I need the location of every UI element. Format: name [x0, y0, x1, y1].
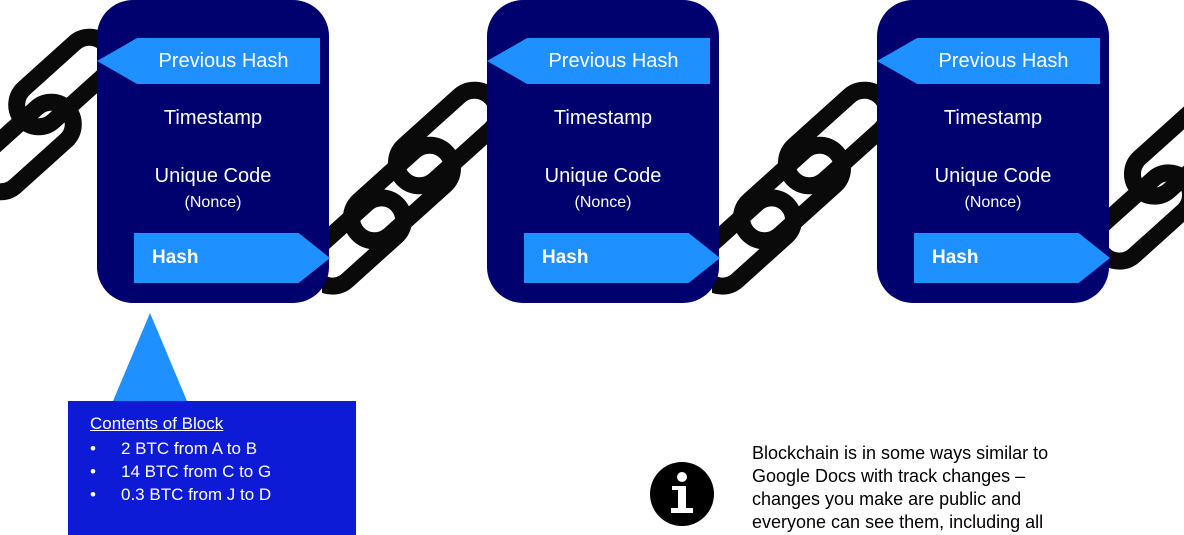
unique-code-label: Unique Code	[934, 165, 1052, 187]
list-item: • 14 BTC from C to G	[90, 460, 356, 483]
bullet-icon: •	[90, 485, 96, 504]
info-icon	[650, 462, 714, 526]
bullet-icon: •	[90, 439, 96, 458]
contents-title: Contents of Block	[90, 414, 224, 433]
info-note-line: everyone can see them, including all	[752, 512, 1044, 532]
list-item-text: 14 BTC from C to G	[121, 462, 272, 481]
chain-icon	[712, 81, 896, 295]
bullet-icon: •	[90, 462, 96, 481]
timestamp-label: Timestamp	[943, 107, 1043, 129]
list-item: • 2 BTC from A to B	[90, 437, 356, 460]
info-note-line: changes you make are public and	[752, 489, 1022, 509]
list-item-text: 0.3 BTC from J to D	[121, 485, 272, 504]
hash-label: Hash	[524, 233, 720, 283]
unique-code-label: Unique Code	[154, 165, 272, 187]
timestamp-label: Timestamp	[553, 107, 653, 129]
previous-hash-label: Previous Hash	[97, 38, 320, 84]
nonce-label: (Nonce)	[184, 194, 242, 211]
block-contents-callout: Contents of Block • 2 BTC from A to B • 14…	[68, 401, 356, 535]
info-note-line: Blockchain is in some ways similar to	[752, 443, 1049, 463]
block-1: Previous Hash Timestamp Unique Code (Non…	[97, 0, 330, 303]
chain-icon	[322, 81, 506, 295]
chain-icon	[1104, 100, 1184, 270]
contents-list: • 2 BTC from A to B • 14 BTC from C to G •…	[90, 437, 356, 506]
callout-pointer	[113, 313, 187, 401]
hash-label: Hash	[914, 233, 1110, 283]
info-note: Blockchain is in some ways similar to Go…	[752, 442, 1172, 534]
unique-code-label: Unique Code	[544, 165, 662, 187]
hash-label: Hash	[134, 233, 330, 283]
list-item-text: 2 BTC from A to B	[121, 439, 258, 458]
block-3: Previous Hash Timestamp Unique Code (Non…	[877, 0, 1110, 303]
info-note-line: Google Docs with track changes –	[752, 466, 1026, 486]
nonce-label: (Nonce)	[574, 194, 632, 211]
timestamp-label: Timestamp	[163, 107, 263, 129]
nonce-label: (Nonce)	[964, 194, 1022, 211]
block-2: Previous Hash Timestamp Unique Code (Non…	[487, 0, 720, 303]
previous-hash-label: Previous Hash	[487, 38, 710, 84]
list-item: • 0.3 BTC from J to D	[90, 483, 356, 506]
previous-hash-label: Previous Hash	[877, 38, 1100, 84]
